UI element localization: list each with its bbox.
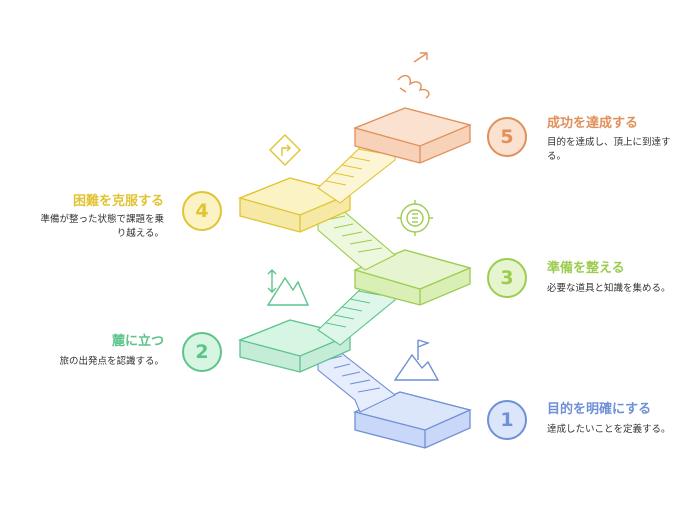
gear-icon: [397, 200, 433, 236]
step-3-title: 準備を整える: [547, 261, 625, 276]
platform-5: [352, 107, 473, 164]
step-4-title: 困難を克服する: [72, 194, 164, 209]
platform-1: [353, 391, 472, 449]
celebration-icon: [397, 52, 430, 99]
step-4-badge: 4: [182, 191, 222, 231]
step-1-title: 目的を明確にする: [547, 402, 652, 417]
step-4-description: 準備が整った状態で課題を乗り越える。: [40, 214, 164, 239]
mountains-arrow-icon: [266, 269, 310, 306]
route-sign-icon: [269, 134, 301, 166]
step-5-number: 5: [500, 126, 514, 148]
step-2-description: 旅の出発点を認識する。: [59, 356, 164, 367]
step-4-number: 4: [195, 200, 209, 222]
step-1-description: 達成したいことを定義する。: [547, 424, 671, 435]
step-1-number: 1: [500, 409, 514, 431]
mountain-flag-icon: [393, 339, 440, 381]
step-5-badge: 5: [487, 117, 527, 157]
step-5-description: 目的を達成し、頂上に到達する。: [547, 137, 671, 162]
step-2-title: 麓に立つ: [111, 334, 164, 349]
step-5-title: 成功を達成する: [547, 116, 639, 131]
step-3-number: 3: [500, 267, 514, 289]
step-3-description: 必要な道具と知識を集める。: [547, 283, 671, 294]
step-3-badge: 3: [487, 258, 527, 298]
step-2-number: 2: [195, 341, 209, 363]
step-2-badge: 2: [182, 332, 222, 372]
step-1-badge: 1: [487, 400, 527, 440]
